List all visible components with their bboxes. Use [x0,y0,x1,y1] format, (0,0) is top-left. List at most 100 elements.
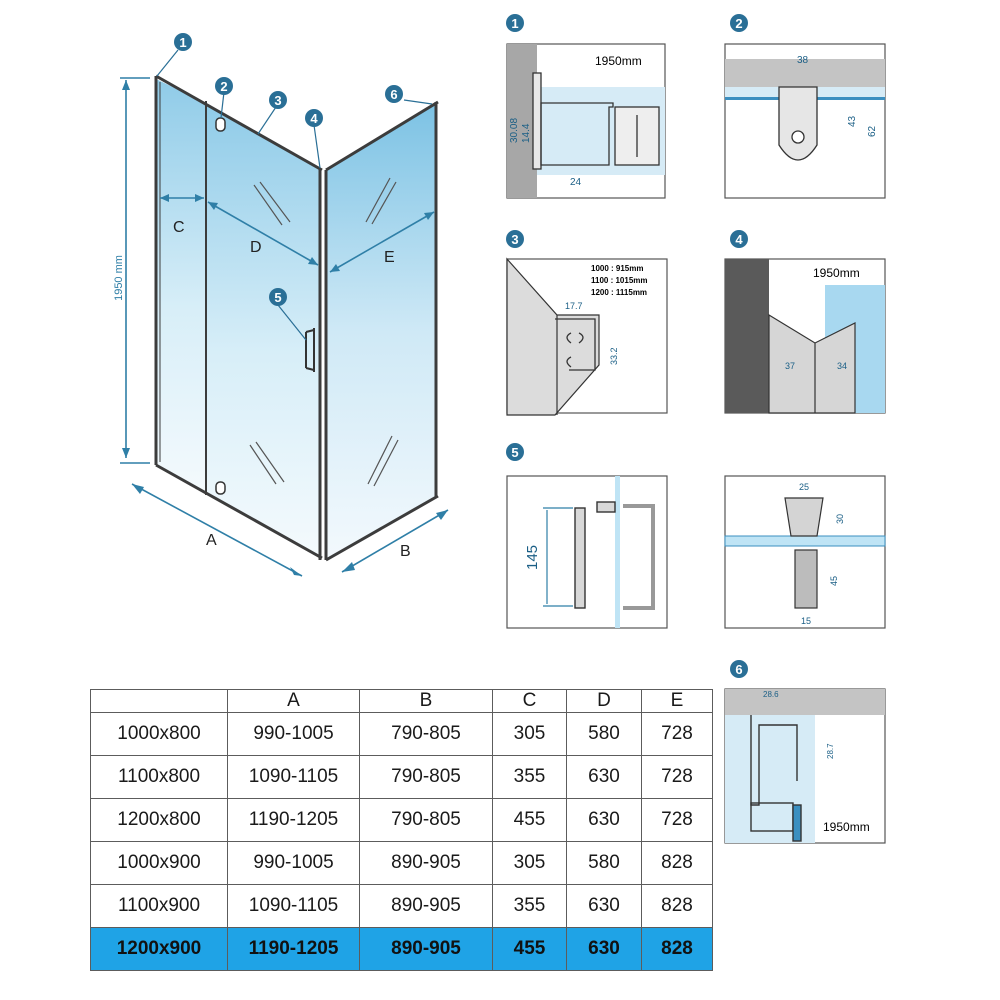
detail-2-label-a: 38 [797,55,809,66]
badge-3: 3 [269,91,287,109]
detail-badge-1: 1 [506,14,524,32]
cell-b: 790-805 [359,798,493,842]
detail-hinge-label-a: 25 [799,482,809,492]
dimension-letter-b: B [400,543,411,560]
detail-4-label-a: 37 [785,361,795,371]
dimension-letter-c: C [173,219,185,236]
table-row: 1100x800 1090-1105 790-805 355 630 728 [90,755,713,799]
detail-hinge-label-b: 30 [835,514,845,524]
cell-a: 1190-1205 [227,798,360,842]
dimension-letter-e: E [384,249,395,266]
detail-3: 3 1000 : 915mm 1100 : 1015mm 1200 : 1115… [506,230,668,416]
height-dimension [120,77,150,464]
header-b: B [359,689,493,713]
table-row: 1100x900 1090-1105 890-905 355 630 828 [90,884,713,928]
table-header-row: A B C D E [90,689,713,713]
enclosure-overview: 1950 mm A B C D E 1 2 3 4 5 6 [113,33,449,577]
svg-text:1: 1 [179,35,186,50]
svg-text:6: 6 [735,662,742,677]
detail-5: 5 145 [506,443,668,629]
detail-3-label-a: 17.7 [565,301,583,311]
table-row: 1200x800 1190-1205 790-805 455 630 728 [90,798,713,842]
detail-1-label-b: 14.4 [521,123,532,143]
size-table: A B C D E 1000x800 990-1005 790-805 305 … [90,689,713,971]
detail-4-height: 1950mm [813,266,860,280]
svg-text:1: 1 [511,16,518,31]
header-size [90,689,228,713]
hinge-bottom [215,481,226,495]
cell-size: 1200x800 [90,798,228,842]
cell-b: 890-905 [359,884,493,928]
cell-a: 1190-1205 [227,927,360,971]
height-label: 1950 mm [113,255,125,301]
cell-d: 580 [566,841,642,885]
detail-badge-3: 3 [506,230,524,248]
table-row: 1000x800 990-1005 790-805 305 580 728 [90,712,713,756]
detail-6-label-a: 28.6 [763,690,779,699]
detail-5-label: 145 [524,545,541,570]
detail-hinge: 25 30 45 15 [724,475,886,629]
svg-text:6: 6 [390,87,397,102]
detail-1: 1 1950mm 30.08 14.4 24 [506,14,666,199]
detail-2: 2 38 43 62 [724,14,886,199]
dimension-lines [131,194,449,577]
cell-b: 890-905 [359,841,493,885]
size-line-1: 1000 : 915mm [591,264,643,273]
detail-4-label-b: 34 [837,361,847,371]
detail-2-label-c: 62 [867,125,878,137]
detail-6-height: 1950mm [823,820,870,834]
detail-1-label-c: 24 [570,177,582,188]
svg-text:4: 4 [735,232,743,247]
detail-6: 6 28.6 28.7 1950mm [724,660,886,844]
frame [154,74,439,562]
detail-1-height: 1950mm [595,54,642,68]
cell-size: 1200x900 [90,927,228,971]
table-row: 1000x900 990-1005 890-905 305 580 828 [90,841,713,885]
cell-c: 305 [492,712,567,756]
cell-a: 1090-1105 [227,755,360,799]
cell-c: 355 [492,755,567,799]
detail-1-label-a: 30.08 [509,118,520,143]
detail-badge-2: 2 [730,14,748,32]
svg-text:5: 5 [511,445,518,460]
cell-d: 580 [566,712,642,756]
detail-3-label-b: 33.2 [609,347,619,365]
cell-c: 455 [492,927,567,971]
size-line-3: 1200 : 1115mm [591,288,647,297]
cell-a: 990-1005 [227,841,360,885]
header-d: D [566,689,642,713]
door-handle [305,328,315,372]
cell-d: 630 [566,798,642,842]
cell-e: 828 [641,841,713,885]
cell-d: 630 [566,927,642,971]
cell-size: 1000x900 [90,841,228,885]
header-e: E [641,689,713,713]
detail-badge-4: 4 [730,230,748,248]
cell-d: 630 [566,755,642,799]
glass-reflections [249,177,399,487]
svg-text:2: 2 [220,79,227,94]
svg-text:3: 3 [511,232,518,247]
cell-e: 728 [641,712,713,756]
cell-b: 890-905 [359,927,493,971]
cell-d: 630 [566,884,642,928]
cell-e: 728 [641,755,713,799]
svg-text:2: 2 [735,16,742,31]
detail-4: 4 1950mm 37 34 [724,230,886,414]
header-a: A [227,689,360,713]
svg-text:5: 5 [274,290,281,305]
cell-e: 828 [641,927,713,971]
cell-b: 790-805 [359,712,493,756]
badge-leaders [156,49,433,341]
cell-c: 355 [492,884,567,928]
cell-a: 1090-1105 [227,884,360,928]
size-line-2: 1100 : 1015mm [591,276,648,285]
svg-text:3: 3 [274,93,281,108]
side-panel [325,104,436,560]
cell-c: 455 [492,798,567,842]
cell-c: 305 [492,841,567,885]
detail-badge-6: 6 [730,660,748,678]
front-fixed-panel [156,79,206,493]
svg-text:4: 4 [310,111,318,126]
cell-e: 828 [641,884,713,928]
